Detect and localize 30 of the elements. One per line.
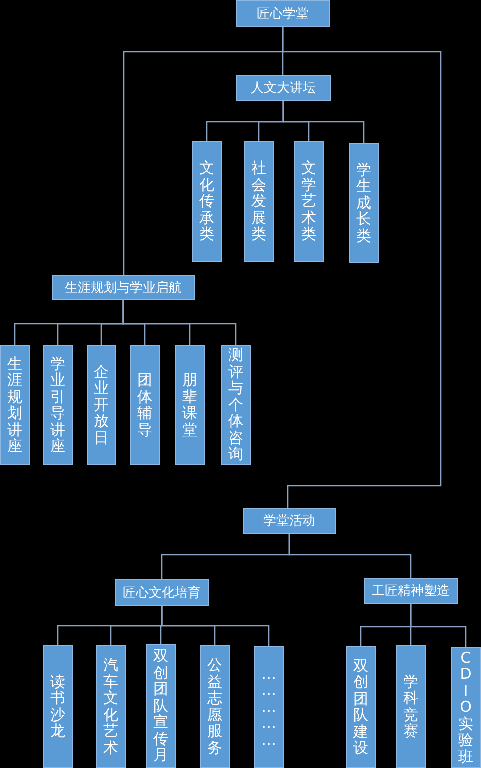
heading-box: 匠心学堂 (236, 0, 330, 27)
heading-box: 工匠精神塑造 (364, 578, 458, 604)
category-box: 团体辅导 (130, 345, 160, 465)
category-box: …………… (254, 646, 284, 768)
connector-line (282, 101, 365, 143)
category-box: 学生成长类 (349, 143, 379, 263)
connector-line (410, 604, 467, 647)
category-box: 读书沙龙 (43, 645, 73, 768)
connector-line (282, 27, 442, 508)
category-box: 学科竞赛 (396, 645, 426, 768)
heading-box: 匠心文化培育 (115, 579, 209, 606)
category-box: 双创团队建设 (346, 646, 376, 768)
category-box: 社会发展类 (244, 141, 274, 262)
category-box: 朋辈课堂 (175, 345, 205, 465)
category-box: 汽车文化艺术 (96, 645, 126, 768)
category-box: 学业引导讲座 (43, 345, 73, 465)
category-box: 企业开放日 (87, 345, 116, 465)
category-box: 生涯规划讲座 (0, 345, 30, 465)
connector-line (161, 606, 270, 646)
category-box: 文学艺术类 (294, 141, 324, 262)
category-box: CDIO实验班 (451, 647, 481, 768)
heading-box: 人文大讲坛 (236, 75, 331, 101)
category-box: 双创团队宣传月 (146, 644, 176, 768)
category-box: 文化传承类 (192, 141, 222, 262)
heading-box: 学堂活动 (243, 508, 336, 534)
category-box: 测评与个体咨询 (221, 345, 251, 465)
heading-box: 生涯规划与学业启航 (52, 275, 195, 300)
connector-line (288, 534, 412, 578)
connector-line (122, 300, 237, 345)
category-box: 公益志愿服务 (200, 645, 230, 768)
